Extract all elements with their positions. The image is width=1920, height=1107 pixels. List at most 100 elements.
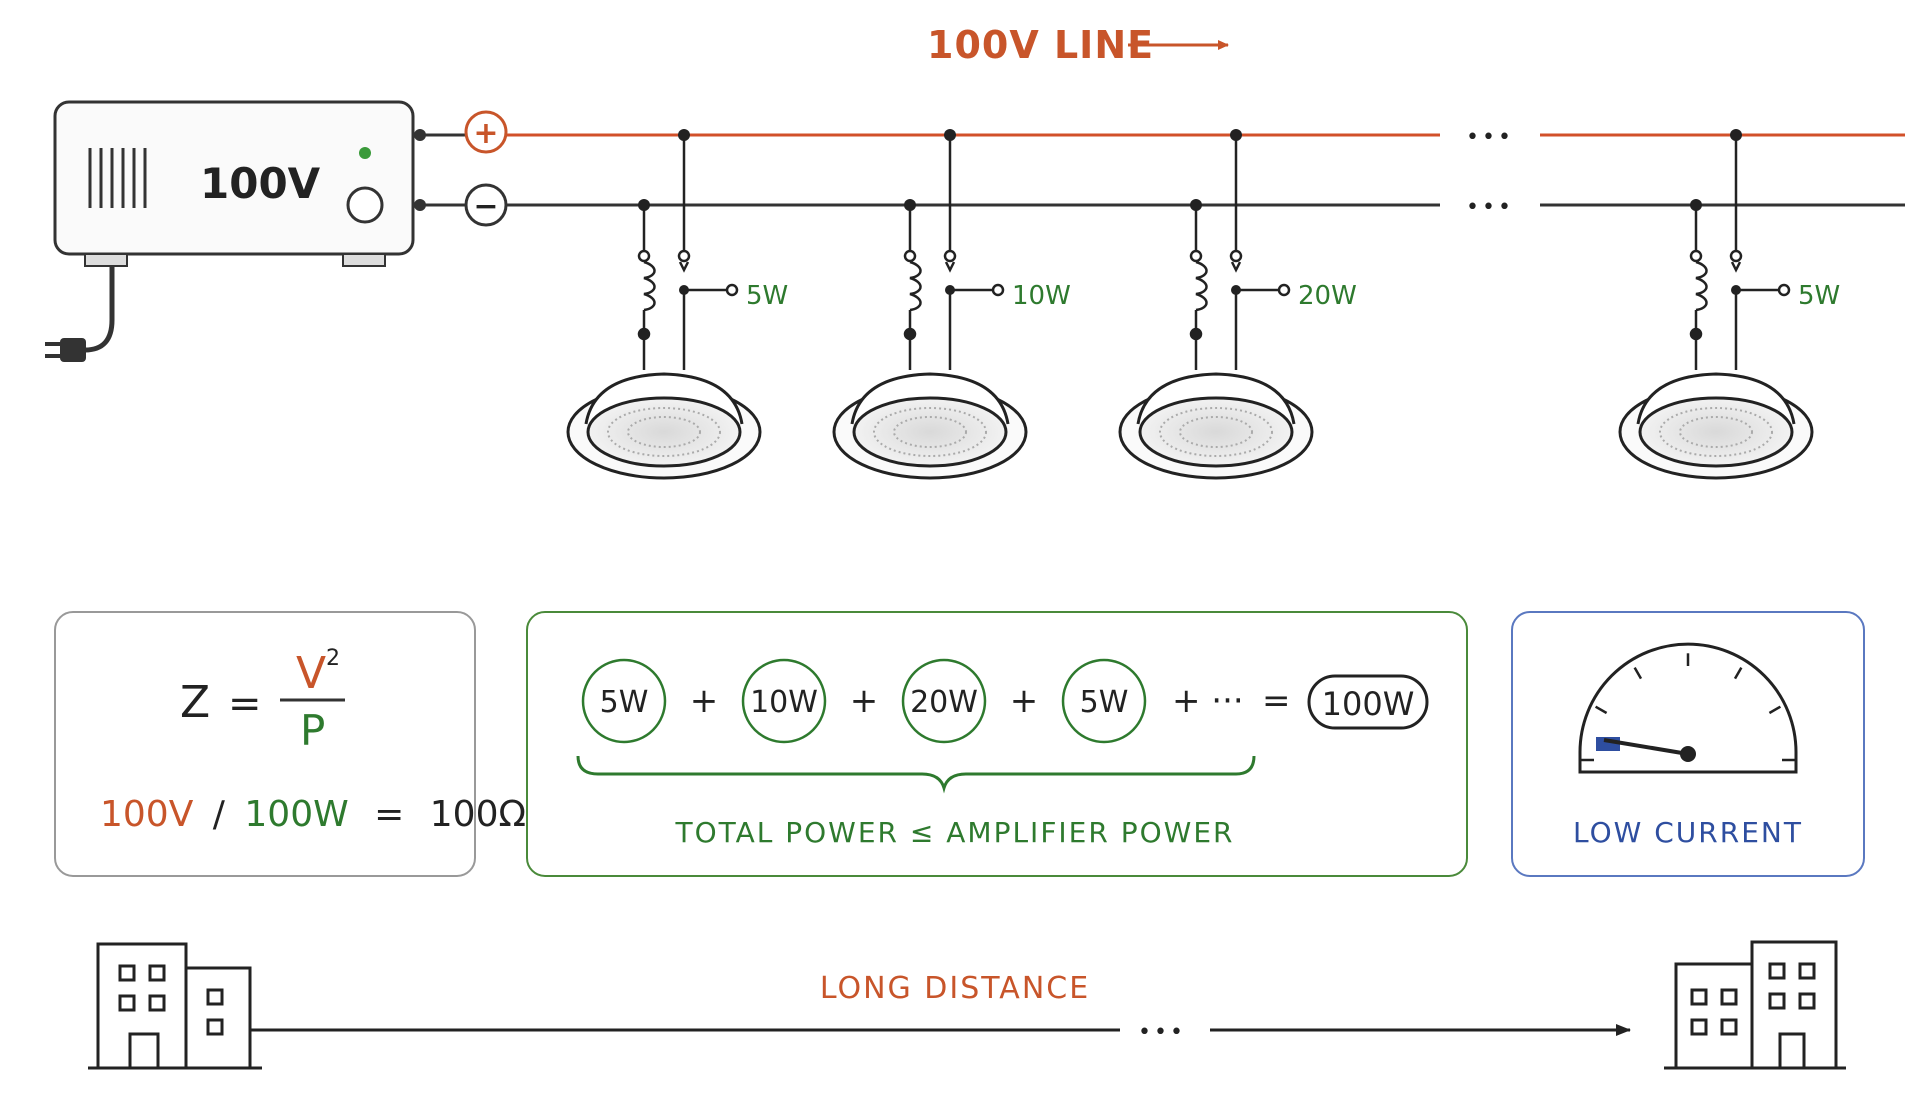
positive-junction-dot xyxy=(944,129,956,141)
formula-numerator: V xyxy=(296,648,326,699)
power-term-value: 20W xyxy=(910,685,978,720)
positive-line-ellipsis: ••• xyxy=(1466,125,1514,150)
power-led-icon xyxy=(359,147,371,159)
formula-lhs: Z xyxy=(180,677,210,728)
long-distance-row: LONG DISTANCE ••• xyxy=(88,940,1846,1070)
power-term-value: 10W xyxy=(750,685,818,720)
tap-terminal xyxy=(943,249,957,263)
building-left-icon xyxy=(88,942,262,1070)
sum-brace xyxy=(576,755,1256,794)
ceiling-speaker-icon xyxy=(1618,372,1814,480)
example-equals: = xyxy=(374,794,404,835)
tap-selector-terminal xyxy=(1277,283,1291,297)
negative-terminal-icon xyxy=(464,183,508,227)
formula-example: 100V / 100W = 100Ω xyxy=(100,794,526,835)
transformer-coil-icon xyxy=(1189,249,1208,370)
example-slash: / xyxy=(213,794,226,835)
speaker-unit: 10W xyxy=(832,129,1071,480)
current-meter-box: LOW CURRENT xyxy=(1511,611,1865,877)
distance-caption: LONG DISTANCE xyxy=(820,971,1090,1006)
power-plus-sign: + xyxy=(850,681,879,721)
power-sum-caption: TOTAL POWER ≤ AMPLIFIER POWER xyxy=(675,816,1235,849)
power-term-circle xyxy=(901,658,987,744)
volume-knob-icon xyxy=(346,186,384,224)
gauge-tick xyxy=(1633,666,1643,680)
amplifier-body xyxy=(53,100,415,256)
ceiling-speaker-icon xyxy=(832,372,1028,480)
total-power-value: 100W xyxy=(1322,685,1415,723)
tap-selector-terminal xyxy=(725,283,739,297)
impedance-formula-box: Z = V 2 P 100V / 100W = 100Ω xyxy=(54,611,526,877)
tap-terminal xyxy=(1229,249,1243,263)
negative-junction-dot xyxy=(1690,199,1702,211)
gauge-icon xyxy=(1578,642,1798,774)
tap-selector-terminal xyxy=(1777,283,1791,297)
negative-terminal-dot xyxy=(414,199,426,211)
formula-box-frame xyxy=(54,611,476,877)
gauge-pivot xyxy=(1680,746,1696,762)
power-term-circle xyxy=(1061,658,1147,744)
positive-junction-dot xyxy=(1730,129,1742,141)
negative-junction-dot xyxy=(904,199,916,211)
bus-lines: ••• ••• xyxy=(420,125,1905,220)
power-cord xyxy=(84,266,115,353)
power-sum-box: 5W+10W+20W+5W + ··· = 100W TOTAL POWER ≤… xyxy=(526,611,1468,877)
gauge-tick xyxy=(1768,705,1782,715)
transformer-coil-icon xyxy=(903,249,922,370)
transformer-coil-icon xyxy=(637,249,656,370)
power-term-circle xyxy=(741,658,827,744)
speaker-unit: 5W xyxy=(566,129,788,480)
speaker-power-label: 5W xyxy=(746,281,788,311)
formula-exponent: 2 xyxy=(326,646,340,671)
power-plus-sign: + xyxy=(690,681,719,721)
power-term-value: 5W xyxy=(1080,685,1129,720)
formula-equals: = xyxy=(228,681,262,727)
power-sum-equals: = xyxy=(1262,681,1291,721)
power-sum-more: + ··· xyxy=(1172,681,1244,721)
positive-terminal-icon xyxy=(464,110,508,154)
gauge-tick xyxy=(1733,666,1743,680)
tap-arrow-icon xyxy=(1730,261,1742,273)
transformer-coil-icon xyxy=(1689,249,1708,370)
tap-arrow-icon xyxy=(1230,261,1242,273)
negative-line-ellipsis: ••• xyxy=(1466,195,1514,220)
vent-icon xyxy=(88,148,147,208)
amplifier: 100V + − xyxy=(45,100,508,362)
gauge-ticks xyxy=(1581,653,1795,762)
positive-junction-dot xyxy=(1230,129,1242,141)
speaker-power-label: 20W xyxy=(1298,281,1357,311)
power-term-circle xyxy=(581,658,667,744)
power-term-value: 5W xyxy=(600,685,649,720)
tap-terminal xyxy=(677,249,691,263)
tap-arrow-icon xyxy=(944,261,956,273)
formula-denominator: P xyxy=(300,706,325,755)
amplifier-foot-left xyxy=(84,253,128,267)
positive-terminal-dot xyxy=(414,129,426,141)
example-result: 100Ω xyxy=(430,794,526,835)
positive-symbol: + xyxy=(473,116,498,151)
example-power: 100W xyxy=(244,794,348,835)
speaker-unit: 20W xyxy=(1118,129,1357,480)
line-header: 100V LINE xyxy=(927,23,1229,67)
speaker-power-label: 10W xyxy=(1012,281,1071,311)
negative-junction-dot xyxy=(1190,199,1202,211)
power-terms: 5W+10W+20W+5W xyxy=(581,658,1147,744)
speaker-unit: 5W xyxy=(1618,129,1840,480)
example-voltage: 100V xyxy=(100,794,194,835)
meter-caption: LOW CURRENT xyxy=(1573,816,1803,849)
building-right-icon xyxy=(1664,940,1846,1070)
negative-symbol: − xyxy=(473,189,498,224)
tap-arrow-icon xyxy=(678,261,690,273)
positive-junction-dot xyxy=(678,129,690,141)
tap-selector-terminal xyxy=(991,283,1005,297)
distance-dots: ••• xyxy=(1138,1020,1186,1045)
amplifier-foot-right xyxy=(342,253,386,267)
line-label: 100V LINE xyxy=(927,23,1154,67)
negative-junction-dot xyxy=(638,199,650,211)
ceiling-speaker-icon xyxy=(566,372,762,480)
tap-terminal xyxy=(1729,249,1743,263)
speaker-group: 5W 10W 20W 5W xyxy=(566,129,1840,480)
plug-icon xyxy=(45,338,86,362)
gauge-tick xyxy=(1594,705,1608,715)
ceiling-speaker-icon xyxy=(1118,372,1314,480)
